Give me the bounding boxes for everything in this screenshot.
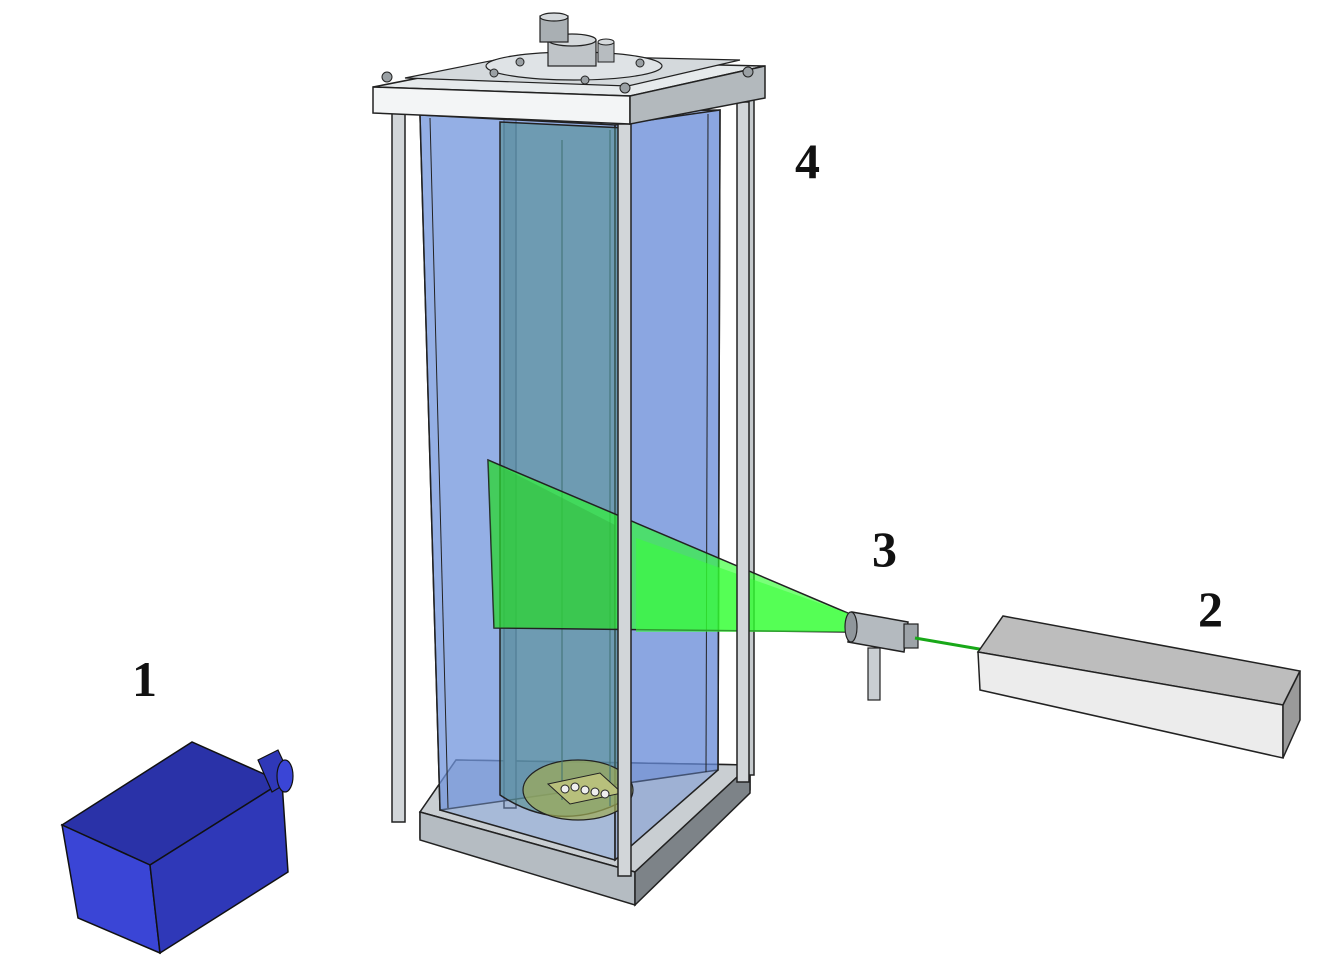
- laser-number-label: 2: [1198, 581, 1223, 637]
- laser-beam: [914, 636, 986, 652]
- tank-top-fitting: [539, 12, 615, 67]
- camera-box-icon: [60, 741, 294, 955]
- camera-lens: [257, 749, 294, 793]
- inner-cylinder: [499, 121, 634, 821]
- camera-number-label: 1: [132, 651, 157, 707]
- optics-number-label: 3: [872, 521, 897, 577]
- tank-front-rods: [391, 101, 750, 877]
- tank-number-label: 4: [795, 133, 820, 189]
- sheet-optics-icon: [844, 611, 919, 701]
- laser-sheet: [487, 458, 851, 633]
- laser-box-icon: [976, 615, 1302, 759]
- water-tank-icon: [372, 12, 851, 907]
